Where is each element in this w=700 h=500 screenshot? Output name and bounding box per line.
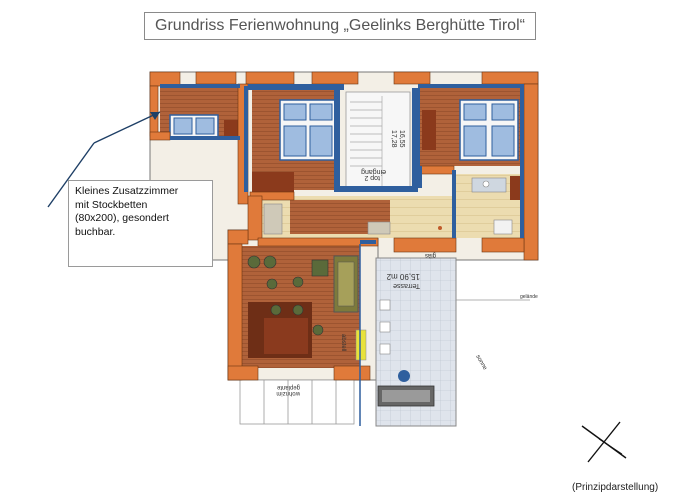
callout-box: Kleines Zusatzzimmer mit Stockbetten (80… xyxy=(68,180,213,267)
plan-title: Grundriss Ferienwohnung „Geelinks Berghü… xyxy=(144,12,536,40)
chair xyxy=(292,276,304,288)
hall-sink xyxy=(367,221,391,235)
armchair xyxy=(311,259,329,277)
pillow xyxy=(491,103,515,121)
wardrobe-1 xyxy=(252,172,294,192)
blanket xyxy=(491,125,515,157)
compass-rose-icon xyxy=(581,421,627,463)
terrace-table xyxy=(398,370,410,382)
chair xyxy=(247,255,261,269)
callout-line-4: buchbar. xyxy=(75,225,116,238)
side-label: gelände xyxy=(520,294,538,300)
hall-cabinet xyxy=(263,203,283,235)
storage-label: abstell xyxy=(340,334,346,351)
pillow xyxy=(463,103,487,121)
blue-walls xyxy=(160,84,524,238)
terrace-area-label: 15,90 m2 xyxy=(386,272,420,281)
towel-rack xyxy=(510,176,520,200)
balcony xyxy=(239,379,355,425)
blanket xyxy=(309,125,333,157)
balcony-label-2: wohnzim xyxy=(276,390,301,396)
bunk-pillow xyxy=(173,117,193,135)
stair-dimension: 16,55 xyxy=(398,130,405,148)
entrance-label: eingang xyxy=(361,168,386,175)
blanket xyxy=(283,125,307,157)
orange-walls xyxy=(149,71,539,381)
stairwell xyxy=(345,91,411,191)
chair xyxy=(263,255,277,269)
toilet xyxy=(493,219,513,235)
pillow xyxy=(309,103,333,121)
pillow xyxy=(283,103,307,121)
door-handle xyxy=(438,226,442,230)
callout-line-2: mit Stockbetten xyxy=(75,198,148,211)
callout-line-1: Kleines Zusatzzimmer xyxy=(75,185,179,197)
railing-label: gläs xyxy=(425,252,436,258)
chair xyxy=(266,278,278,290)
blanket xyxy=(463,125,487,157)
entrance-top-label: top 2 xyxy=(364,174,380,181)
terrace-label: Terrasse xyxy=(393,282,420,289)
footnote: (Prinzipdarstellung) xyxy=(572,482,659,493)
bunk-pillow xyxy=(195,117,215,135)
sun-label: sonne xyxy=(474,354,488,372)
wardrobe-2 xyxy=(422,110,436,150)
stair-dimension-2: 17,28 xyxy=(390,130,397,148)
storage-closet xyxy=(355,329,367,361)
callout-line-3: (80x200), gesondert xyxy=(75,212,169,224)
balcony-label: geplante xyxy=(276,384,300,390)
callout-arrow xyxy=(47,111,161,208)
